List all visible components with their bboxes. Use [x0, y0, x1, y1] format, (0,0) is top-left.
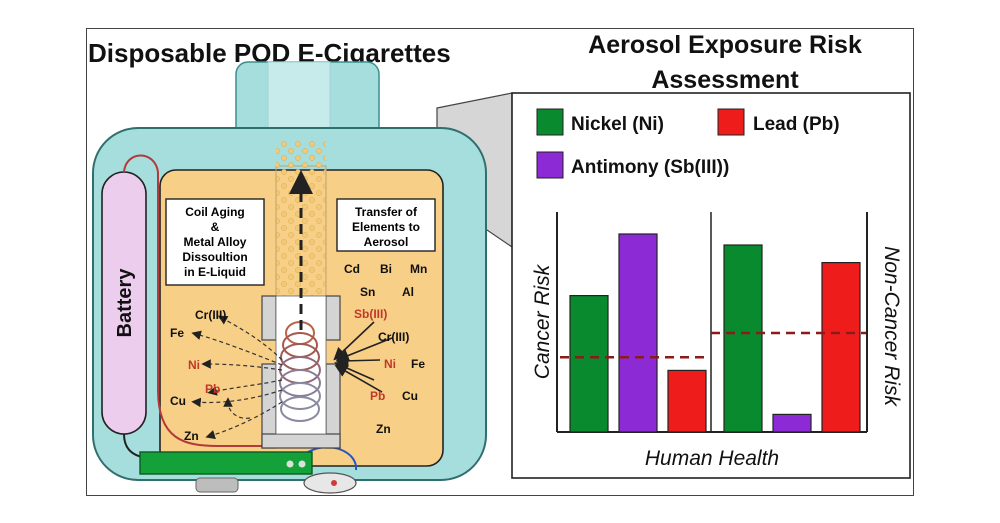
coil-aging-line-3: Metal Alloy — [184, 235, 247, 249]
coil-aging-box — [165, 198, 265, 286]
right-title: Aerosol Exposure Risk Assessment — [540, 28, 910, 98]
bar-cancer-lead — [667, 369, 707, 433]
coil-aging-line-5: in E-Liquid — [184, 265, 246, 279]
element-right-cd: Cd — [344, 262, 360, 276]
sensor-dot — [331, 480, 337, 486]
element-left-fe: Fe — [170, 326, 184, 340]
transfer-line-3: Aerosol — [364, 235, 409, 249]
legend-swatch-nickel — [536, 108, 564, 136]
transfer-line-1: Transfer of — [355, 205, 418, 219]
atomizer-base — [261, 433, 341, 449]
board-contact-1 — [286, 460, 294, 468]
element-right-sb: Sb(III) — [354, 307, 387, 321]
x-label-human-health: Human Health — [645, 447, 779, 470]
circuit-board — [139, 451, 313, 475]
heating-coil — [279, 321, 321, 422]
element-right-bi: Bi — [380, 262, 392, 276]
transfer-line-2: Elements to — [352, 220, 420, 234]
element-left-pb: Pb — [205, 382, 220, 396]
legend-label-nickel: Nickel (Ni) — [571, 114, 664, 135]
atomizer-wall-upper-left — [261, 295, 277, 341]
bar-noncancer-antimony — [772, 413, 812, 433]
atomizer-wall-upper-right — [325, 295, 341, 341]
legend-swatch-antimony — [536, 151, 564, 179]
transfer-arrows — [333, 321, 393, 393]
bottom-foot — [195, 477, 239, 493]
element-right-sn: Sn — [360, 285, 375, 299]
element-left-cr: Cr(III) — [195, 308, 226, 322]
element-right-mn: Mn — [410, 262, 427, 276]
bar-noncancer-nickel — [723, 244, 763, 433]
aerosol-channel-top — [276, 140, 326, 170]
legend-label-lead: Lead (Pb) — [753, 114, 840, 135]
element-right-al: Al — [402, 285, 414, 299]
right-title-line-1: Aerosol Exposure Risk — [588, 31, 862, 59]
element-right-cr: Cr(III) — [378, 330, 409, 344]
element-right-fe: Fe — [411, 357, 425, 371]
board-contact-2 — [298, 460, 306, 468]
bar-noncancer-lead — [821, 262, 861, 433]
dissolution-arrows — [191, 315, 283, 440]
bars-layer — [560, 233, 866, 433]
coil-aging-line-1: Coil Aging — [185, 205, 245, 219]
element-right-pb: Pb — [370, 389, 385, 403]
element-left-zn: Zn — [184, 429, 199, 443]
element-right-ni: Ni — [384, 357, 396, 371]
battery-label: Battery — [114, 268, 136, 338]
legend-label-antimony: Antimony (Sb(III)) — [571, 157, 729, 178]
element-left-ni: Ni — [188, 358, 200, 372]
blue-wire — [307, 446, 358, 471]
figure-frame — [86, 28, 914, 496]
element-right-zn: Zn — [376, 422, 391, 436]
bar-cancer-antimony — [618, 233, 658, 433]
coil-aging-line-4: Dissoultion — [182, 250, 247, 264]
airflow-sensor — [303, 472, 357, 494]
bar-cancer-nickel — [569, 295, 609, 433]
element-left-cu: Cu — [170, 394, 186, 408]
element-right-cu: Cu — [402, 389, 418, 403]
y-label-non-cancer-risk: Non-Cancer Risk — [880, 246, 903, 407]
legend-swatch-lead — [717, 108, 745, 136]
coil-aging-line-2: & — [211, 220, 220, 234]
red-wire — [123, 154, 292, 447]
right-title-line-2: Assessment — [651, 66, 799, 94]
y-label-cancer-risk: Cancer Risk — [531, 263, 554, 379]
transfer-box — [336, 198, 436, 252]
